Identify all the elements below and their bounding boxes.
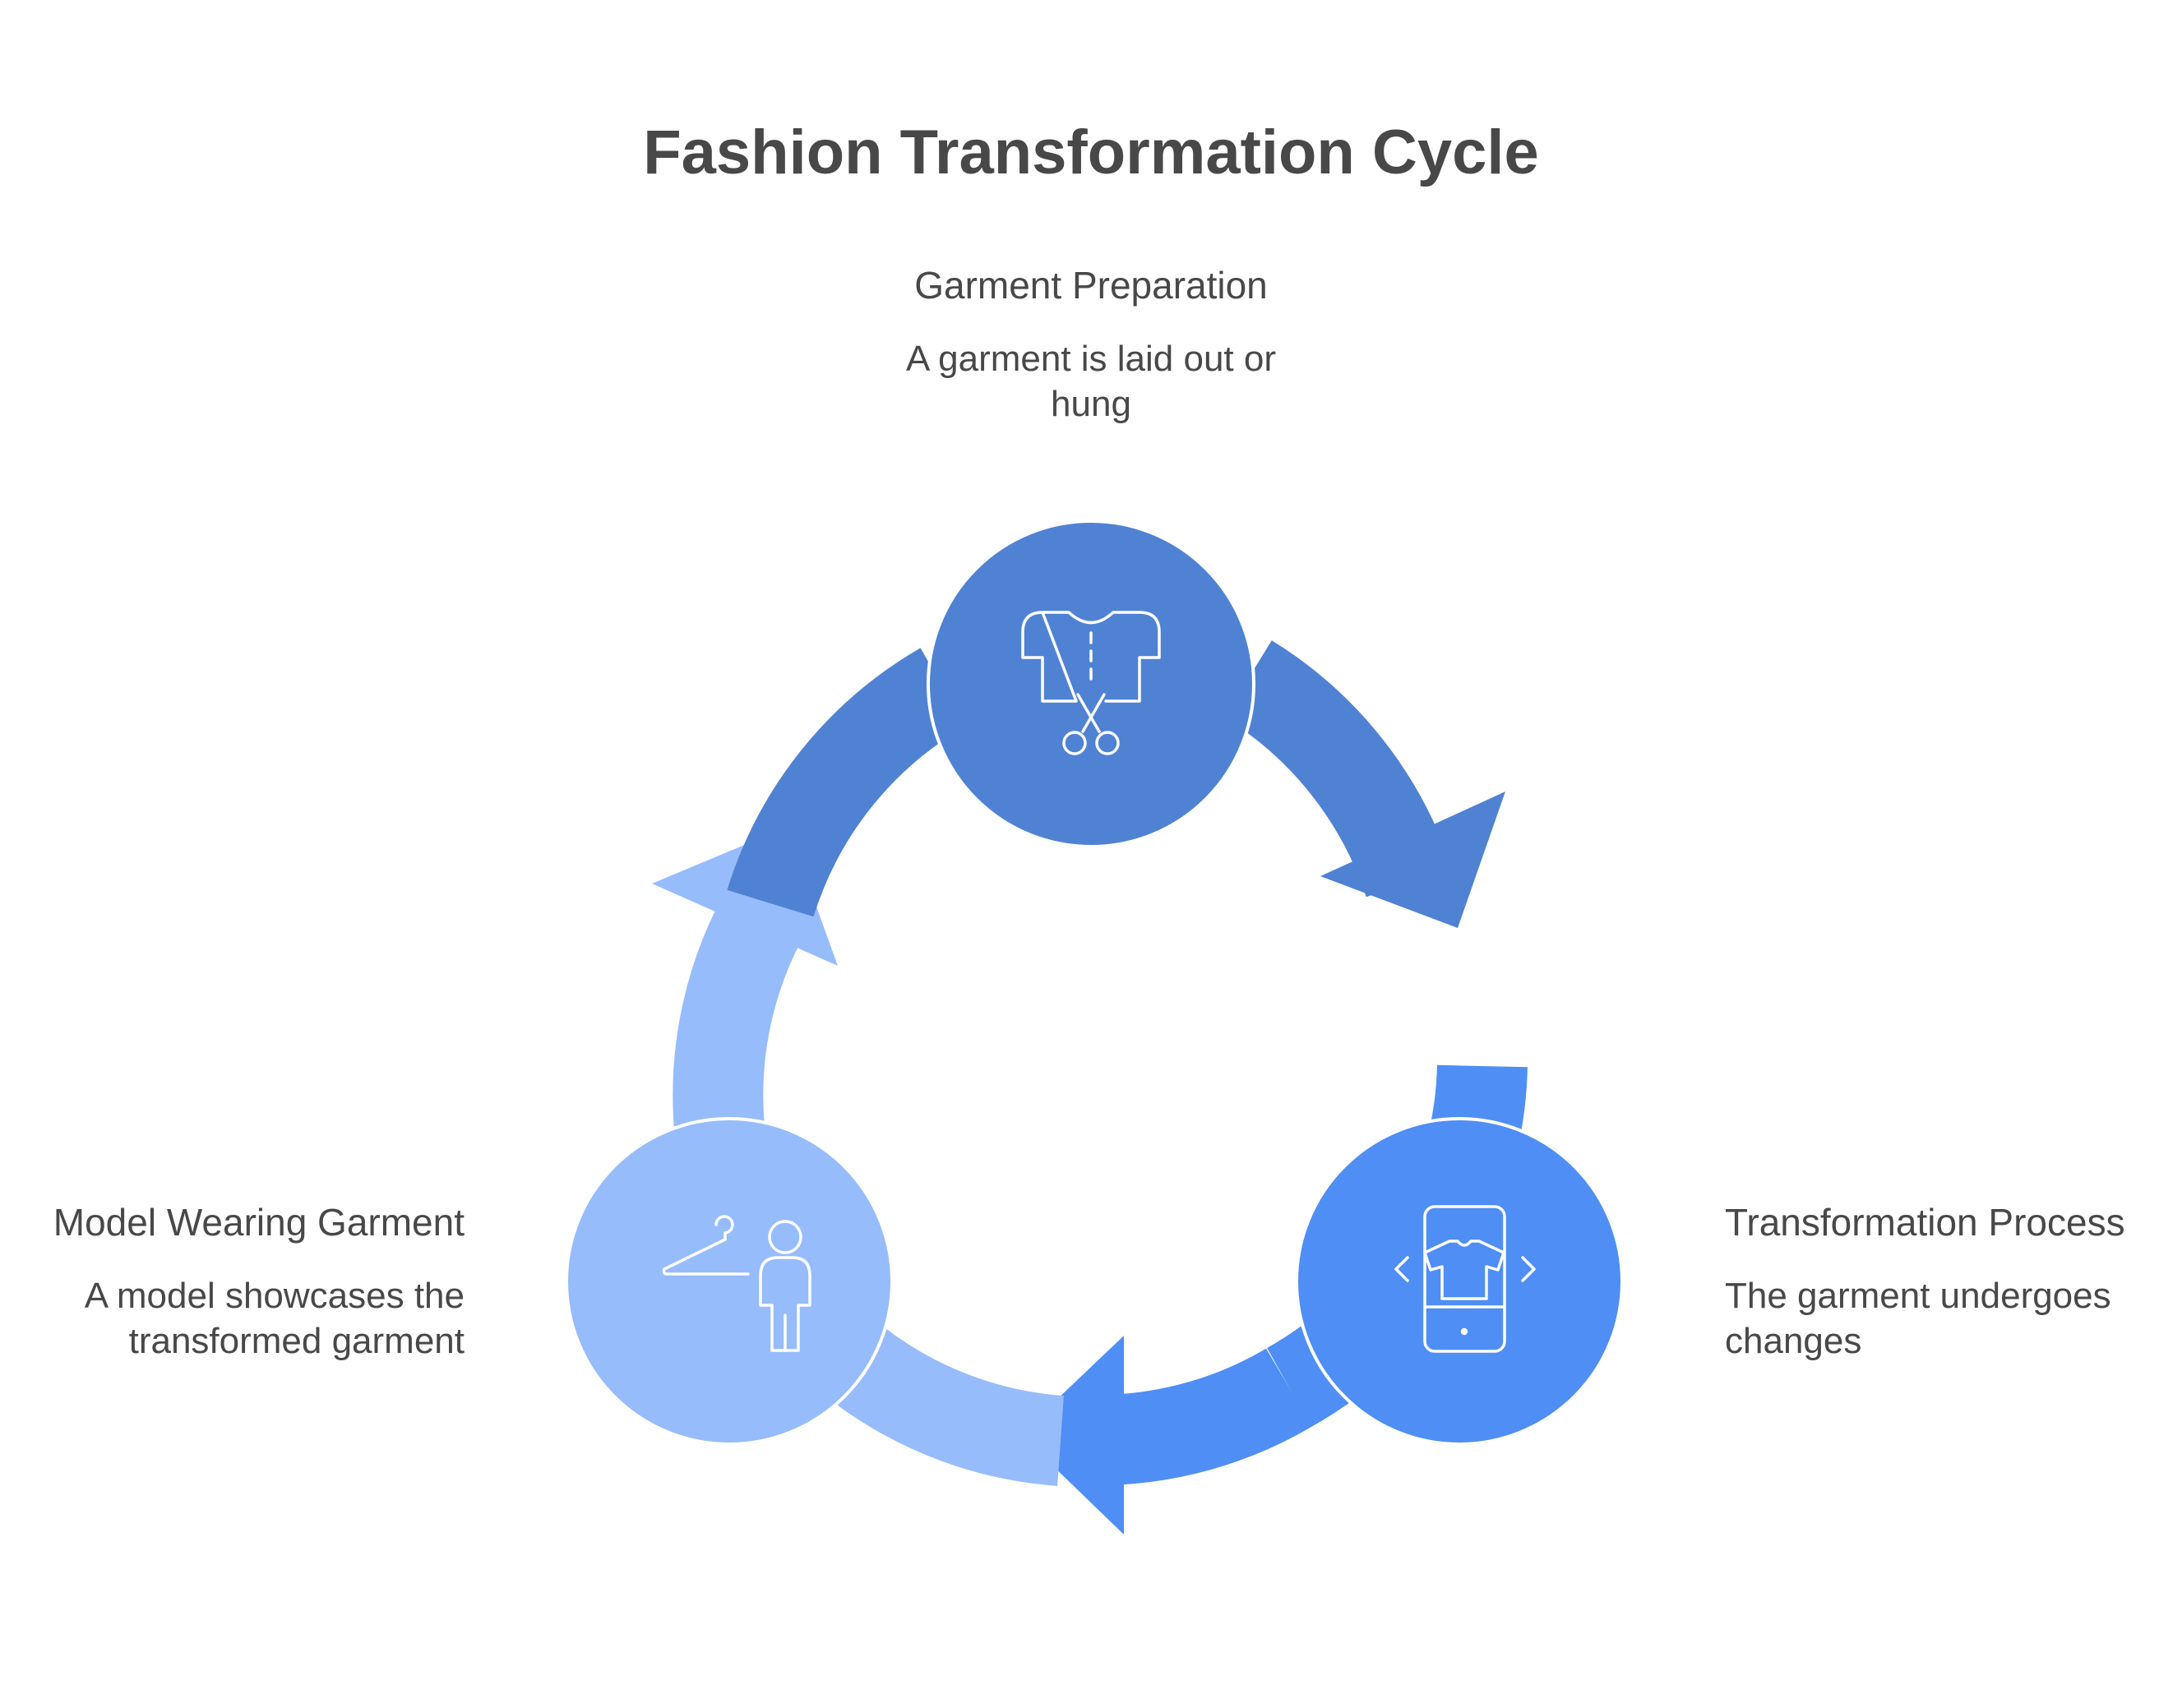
stage-label-transformation-process: Transformation Process The garment under…: [1725, 1200, 2152, 1364]
stage-description: A model showcases the transformed garmen…: [84, 1276, 465, 1362]
stage-description: A garment is laid out or hung: [905, 339, 1276, 425]
arrow-body: [727, 648, 967, 917]
stage-label-garment-preparation: Garment Preparation A garment is laid ou…: [844, 263, 1338, 427]
stage-heading: Transformation Process: [1725, 1201, 2125, 1244]
cycle-arrow-top-to-right: [1223, 640, 1505, 928]
stage-circle: [1295, 1117, 1624, 1446]
stage-node-garment-preparation: [927, 519, 1255, 848]
arrow-body: [673, 880, 810, 1132]
stage-label-model-wearing-garment: Model Wearing Garment A model showcases …: [33, 1200, 465, 1364]
stage-node-transformation-process: [1295, 1117, 1624, 1446]
diagram-title: Fashion Transformation Cycle: [643, 118, 1539, 187]
shirt-scissors-icon: [1021, 611, 1161, 755]
stage-circle: [927, 519, 1255, 848]
hanger-person-icon: [662, 1215, 811, 1352]
arrow-body: [830, 1327, 1065, 1486]
phone-shirt-icon: [1394, 1205, 1536, 1353]
arrow-body: [1103, 1348, 1312, 1485]
stage-description: The garment undergoes changes: [1725, 1276, 2111, 1362]
stage-heading: Model Wearing Garment: [53, 1201, 465, 1244]
stage-circle: [565, 1117, 894, 1446]
arrow-head: [1320, 792, 1505, 928]
cycle-arrow-left-segment: [727, 648, 967, 917]
stage-heading: Garment Preparation: [914, 264, 1268, 307]
stage-node-model-wearing-garment: [565, 1117, 894, 1446]
arrow-head: [1020, 1336, 1124, 1535]
